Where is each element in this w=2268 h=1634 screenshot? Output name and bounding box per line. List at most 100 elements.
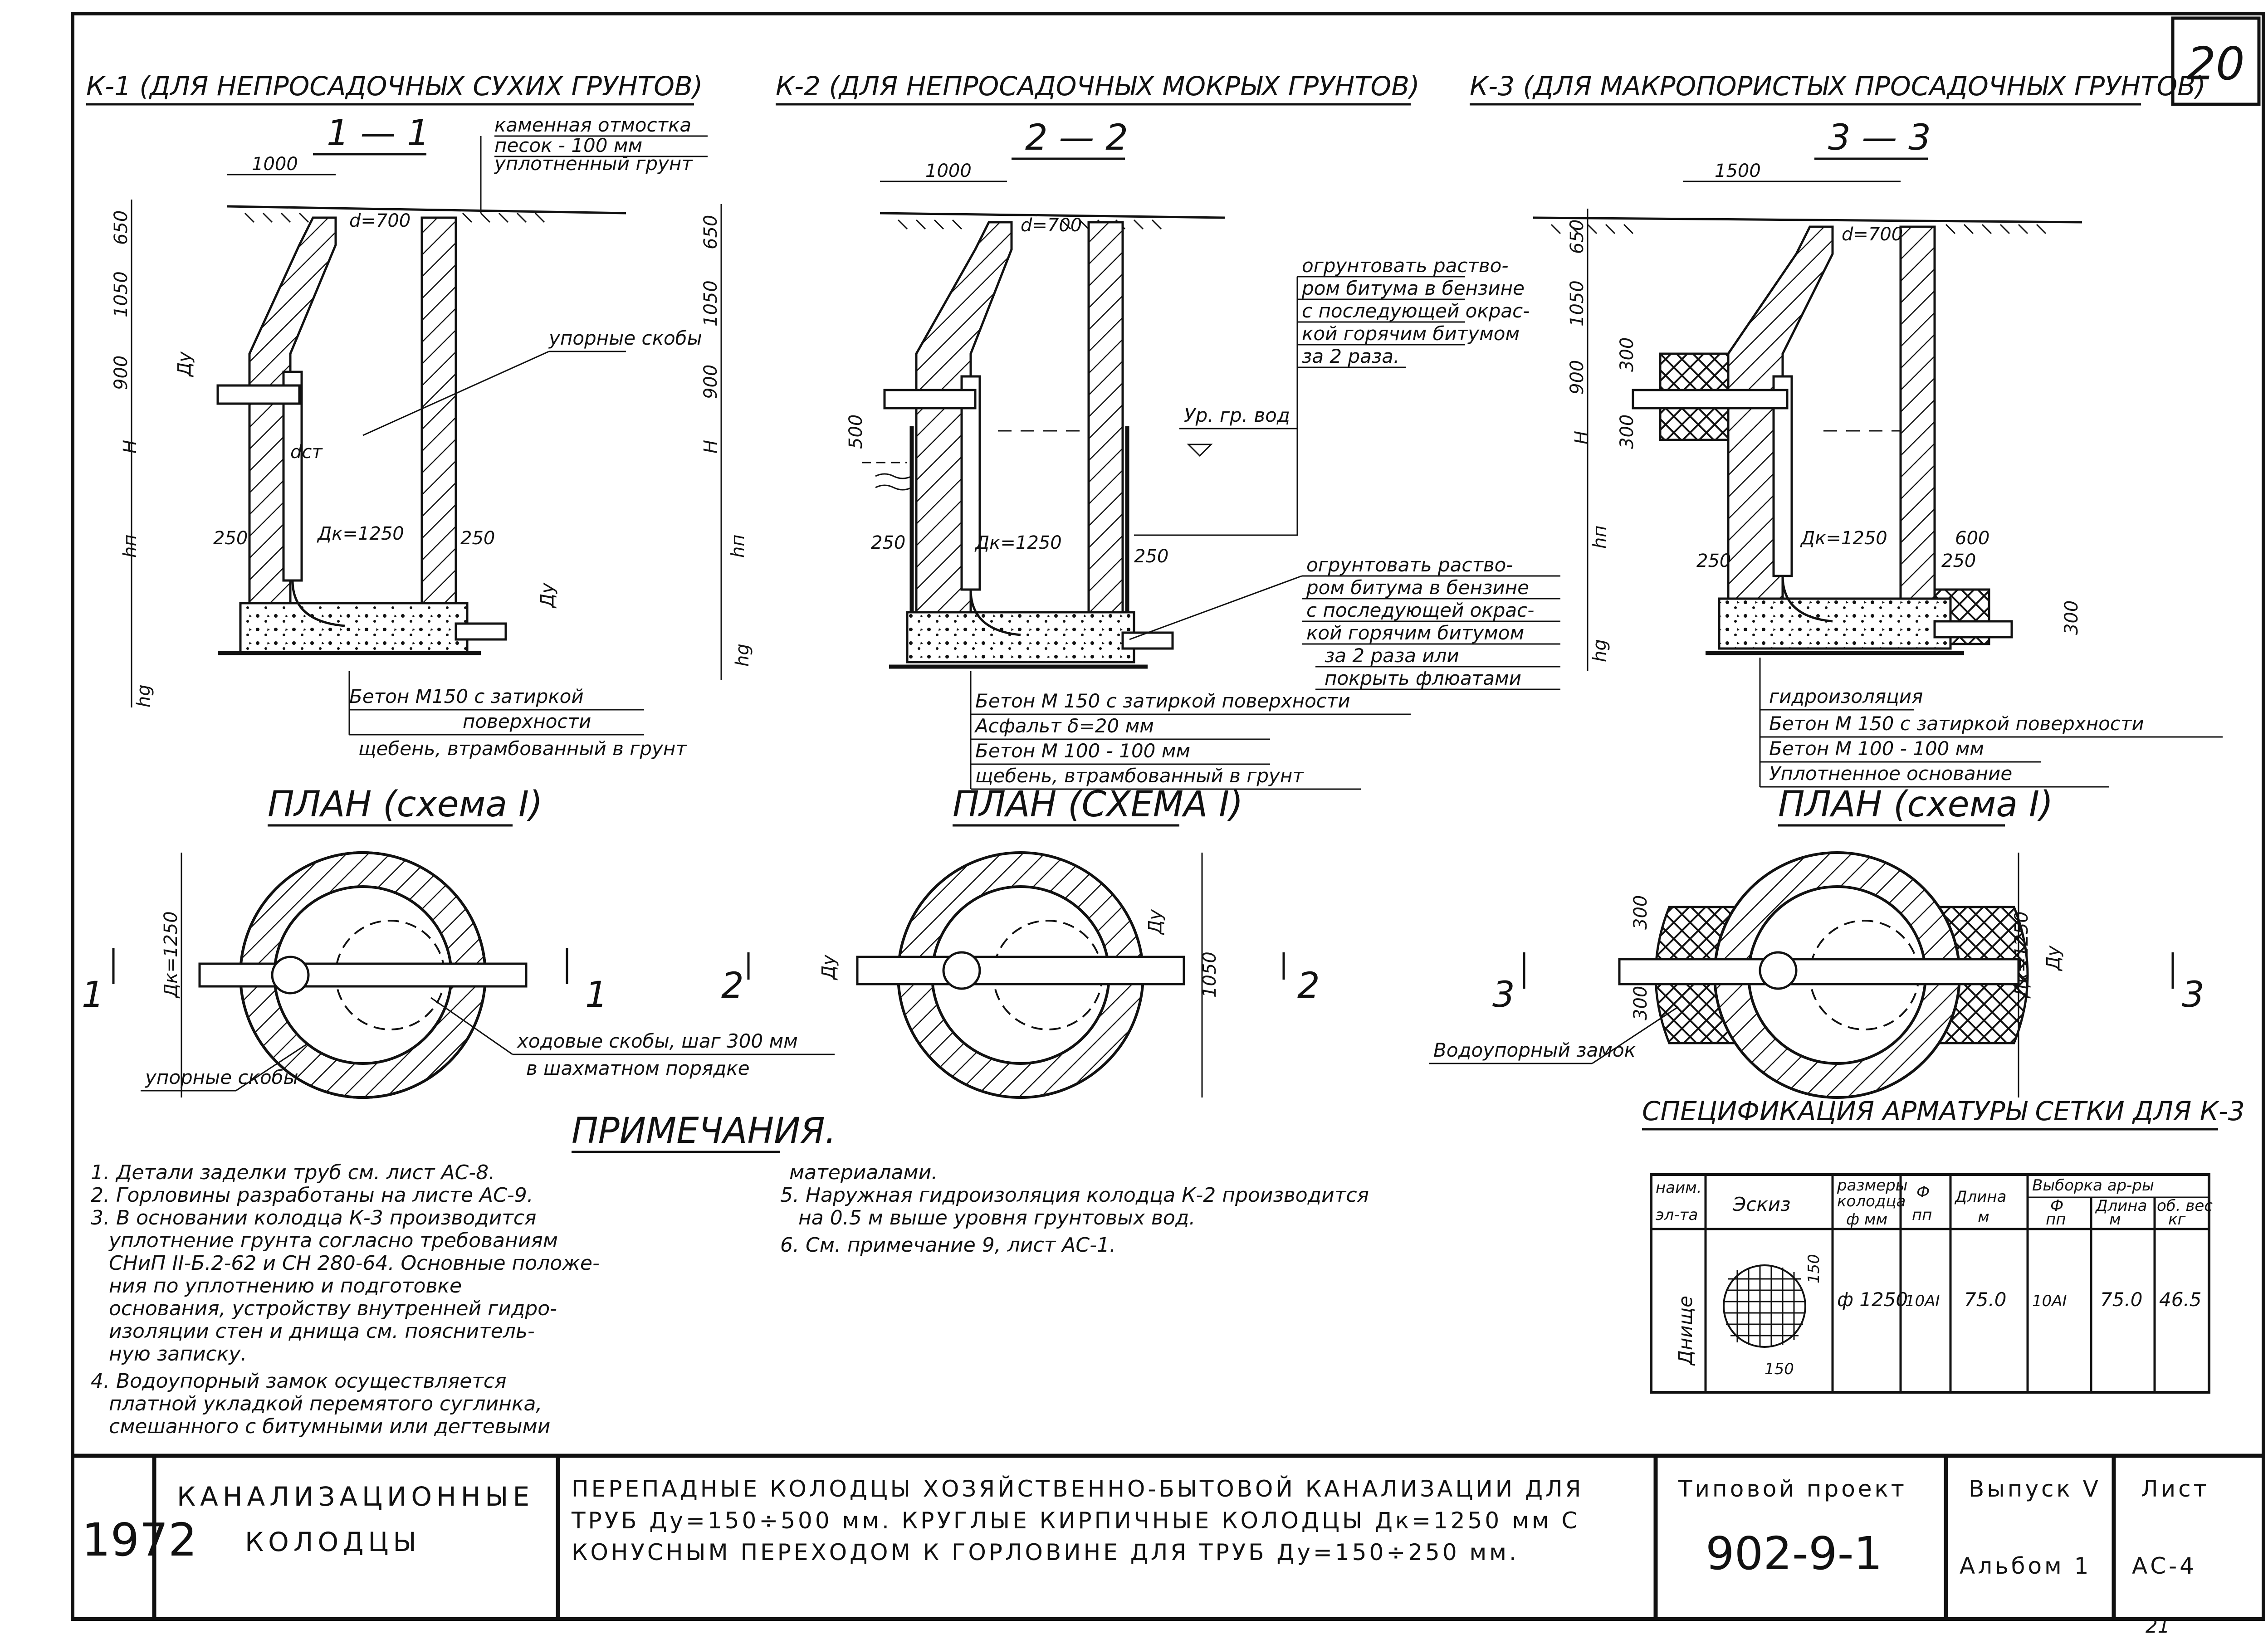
svg-text:1050: 1050 <box>111 271 132 317</box>
svg-text:эл-та: эл-та <box>1656 1206 1698 1224</box>
svg-text:Дк=1250: Дк=1250 <box>317 523 404 544</box>
svg-text:Бетон М150 с затиркой: Бетон М150 с затиркой <box>349 685 584 707</box>
svg-text:Выпуск V: Выпуск V <box>1969 1476 2101 1502</box>
svg-text:с последующей окрас-: с последующей окрас- <box>1306 599 1534 621</box>
plan-k2: ПЛАН (СХЕМА I) 1050 Ду Ду 2 2 <box>721 784 1320 1099</box>
section-label-3: 3 — 3 <box>1828 117 1931 158</box>
svg-text:Дк=1250: Дк=1250 <box>161 911 181 999</box>
svg-text:пп: пп <box>1912 1206 1932 1224</box>
svg-text:10АI: 10АI <box>2032 1292 2067 1310</box>
svg-text:902-9-1: 902-9-1 <box>1706 1527 1882 1580</box>
svg-text:КАНАЛИЗАЦИОННЫЕ: КАНАЛИЗАЦИОННЫЕ <box>177 1481 534 1512</box>
svg-text:10АI: 10АI <box>1905 1292 1940 1310</box>
svg-text:H: H <box>1571 431 1592 444</box>
svg-text:Уплотненное основание: Уплотненное основание <box>1769 762 2012 785</box>
svg-text:Бетон М 100 - 100 мм: Бетон М 100 - 100 мм <box>1769 737 1984 760</box>
svg-text:Длина: Длина <box>2095 1197 2147 1215</box>
svg-text:75.0: 75.0 <box>2100 1288 2143 1311</box>
svg-text:основания, устройству внутренн: основания, устройству внутренней гидро- <box>109 1297 557 1320</box>
svg-text:каменная отмостка: каменная отмостка <box>494 114 691 136</box>
notes: ПРИМЕЧАНИЯ. 1. Детали заделки труб см. л… <box>91 1111 1369 1438</box>
svg-text:Водоупорный замок: Водоупорный замок <box>1433 1039 1636 1061</box>
svg-text:250: 250 <box>1941 551 1976 571</box>
notes-title: ПРИМЕЧАНИЯ. <box>572 1111 836 1151</box>
svg-text:hп: hп <box>120 534 141 558</box>
svg-text:250: 250 <box>460 528 495 549</box>
svg-text:d=700: d=700 <box>1021 215 1082 236</box>
svg-text:hg: hg <box>133 684 154 707</box>
svg-text:1: 1 <box>585 975 608 1015</box>
k2-base-notes: Бетон М 150 с затиркой поверхности Асфал… <box>970 671 1411 790</box>
svg-text:2. Горловины разработаны на ли: 2. Горловины разработаны на листе АС-9. <box>91 1184 533 1207</box>
svg-text:уплотненный грунт: уплотненный грунт <box>494 152 693 175</box>
svg-text:Бетон М 150 с затиркой поверхн: Бетон М 150 с затиркой поверхности <box>1769 712 2144 735</box>
svg-text:Бетон М 150 с затиркой поверхн: Бетон М 150 с затиркой поверхности <box>975 690 1350 712</box>
svg-text:1. Детали заделки труб см. лис: 1. Детали заделки труб см. лист АС-8. <box>91 1161 495 1184</box>
svg-text:Ф: Ф <box>1916 1183 1930 1201</box>
svg-text:1500: 1500 <box>1715 161 1761 181</box>
svg-text:hп: hп <box>1589 525 1610 549</box>
sheet-frame <box>71 12 2265 1621</box>
svg-text:колодца: колодца <box>1837 1192 1906 1210</box>
svg-text:1050: 1050 <box>1567 280 1588 327</box>
svg-text:650: 650 <box>700 215 721 249</box>
svg-text:2: 2 <box>1297 966 1320 1006</box>
svg-text:изоляции стен и днища см. пояс: изоляции стен и днища см. пояснитель- <box>109 1320 535 1343</box>
plan-k3: ПЛАН (схема I) Дк=1250 300 300 Ду 3 3 <box>1492 784 2204 1099</box>
svg-text:огрунтовать раство-: огрунтовать раство- <box>1302 254 1509 277</box>
svg-text:упорные скобы: упорные скобы <box>548 327 702 349</box>
svg-text:за 2 раза.: за 2 раза. <box>1302 345 1399 367</box>
svg-text:250: 250 <box>1696 551 1731 571</box>
svg-text:1: 1 <box>82 975 104 1015</box>
year: 1972 <box>82 1513 197 1566</box>
svg-text:150: 150 <box>1805 1254 1823 1283</box>
svg-text:500: 500 <box>846 415 866 449</box>
svg-text:м: м <box>2109 1210 2121 1229</box>
svg-text:5. Наружная гидроизоляция коло: 5. Наружная гидроизоляция колодца К-2 пр… <box>780 1184 1369 1207</box>
svg-text:3: 3 <box>1492 975 1515 1015</box>
svg-text:2: 2 <box>721 966 744 1006</box>
svg-text:hg: hg <box>1589 639 1610 662</box>
k2-note-bottom: огрунтовать раство- ром битума в бензине… <box>1129 554 1560 690</box>
svg-text:СНиП II-Б.2-62 и СН 280-64. Ос: СНиП II-Б.2-62 и СН 280-64. Основные пол… <box>109 1252 600 1275</box>
svg-text:Дк=1250: Дк=1250 <box>1800 528 1887 549</box>
header-k3: К-3 (ДЛЯ МАКРОПОРИСТЫХ ПРОСАДОЧНЫХ ГРУНТ… <box>1470 71 2206 102</box>
svg-text:dcт: dcт <box>290 442 323 463</box>
svg-text:Ду: Ду <box>1145 909 1166 935</box>
svg-text:Бетон М 100 - 100 мм: Бетон М 100 - 100 мм <box>975 740 1190 762</box>
svg-text:ТРУБ Ду=150÷500 мм. КРУГЛЫЕ КИ: ТРУБ Ду=150÷500 мм. КРУГЛЫЕ КИРПИЧНЫЕ КО… <box>571 1507 1580 1534</box>
svg-text:150: 150 <box>1765 1360 1794 1378</box>
svg-text:Ду: Ду <box>537 582 558 609</box>
svg-text:размеры: размеры <box>1837 1176 1908 1195</box>
svg-text:кг: кг <box>2168 1210 2186 1229</box>
page-number: 21 <box>2146 1615 2170 1634</box>
svg-text:d=700: d=700 <box>1842 224 1903 245</box>
svg-text:смешанного с битумными или дег: смешанного с битумными или дегтевыми <box>109 1415 550 1438</box>
svg-text:кой горячим битумом: кой горячим битумом <box>1302 322 1520 345</box>
svg-text:Ду: Ду <box>2043 945 2064 971</box>
svg-text:ф 1250: ф 1250 <box>1837 1288 1908 1311</box>
svg-text:ПЛАН (схема I): ПЛАН (схема I) <box>268 784 543 825</box>
sheet-number-box <box>2171 16 2261 106</box>
svg-text:гидроизоляция: гидроизоляция <box>1769 685 1923 707</box>
svg-text:1000: 1000 <box>925 161 972 181</box>
svg-text:Выборка ар-ры: Выборка ар-ры <box>2032 1176 2154 1195</box>
svg-text:900: 900 <box>111 356 132 390</box>
svg-text:1000: 1000 <box>252 154 298 175</box>
svg-text:упорные скобы: упорные скобы <box>144 1066 298 1088</box>
svg-text:900: 900 <box>700 365 721 399</box>
svg-text:в шахматном порядке: в шахматном порядке <box>526 1057 750 1079</box>
svg-text:кой горячим битумом: кой горячим битумом <box>1306 622 1524 644</box>
svg-text:с последующей окрас-: с последующей окрас- <box>1302 300 1530 322</box>
svg-text:Лист: Лист <box>2141 1476 2209 1502</box>
header-k2: К-2 (ДЛЯ НЕПРОСАДОЧНЫХ МОКРЫХ ГРУНТОВ) <box>776 71 1420 102</box>
section-label-2: 2 — 2 <box>1025 117 1128 158</box>
svg-text:300: 300 <box>1617 337 1637 372</box>
svg-text:ф мм: ф мм <box>1846 1210 1887 1229</box>
svg-text:250: 250 <box>871 532 905 553</box>
svg-text:3: 3 <box>2182 975 2204 1015</box>
mesh-sketch: 150 150 <box>1723 1254 1823 1378</box>
svg-text:щебень, втрамбованный в грунт: щебень, втрамбованный в грунт <box>358 737 687 760</box>
svg-text:на 0.5 м выше уровня грунтовых: на 0.5 м выше уровня грунтовых вод. <box>798 1206 1195 1229</box>
svg-text:d=700: d=700 <box>349 210 411 231</box>
